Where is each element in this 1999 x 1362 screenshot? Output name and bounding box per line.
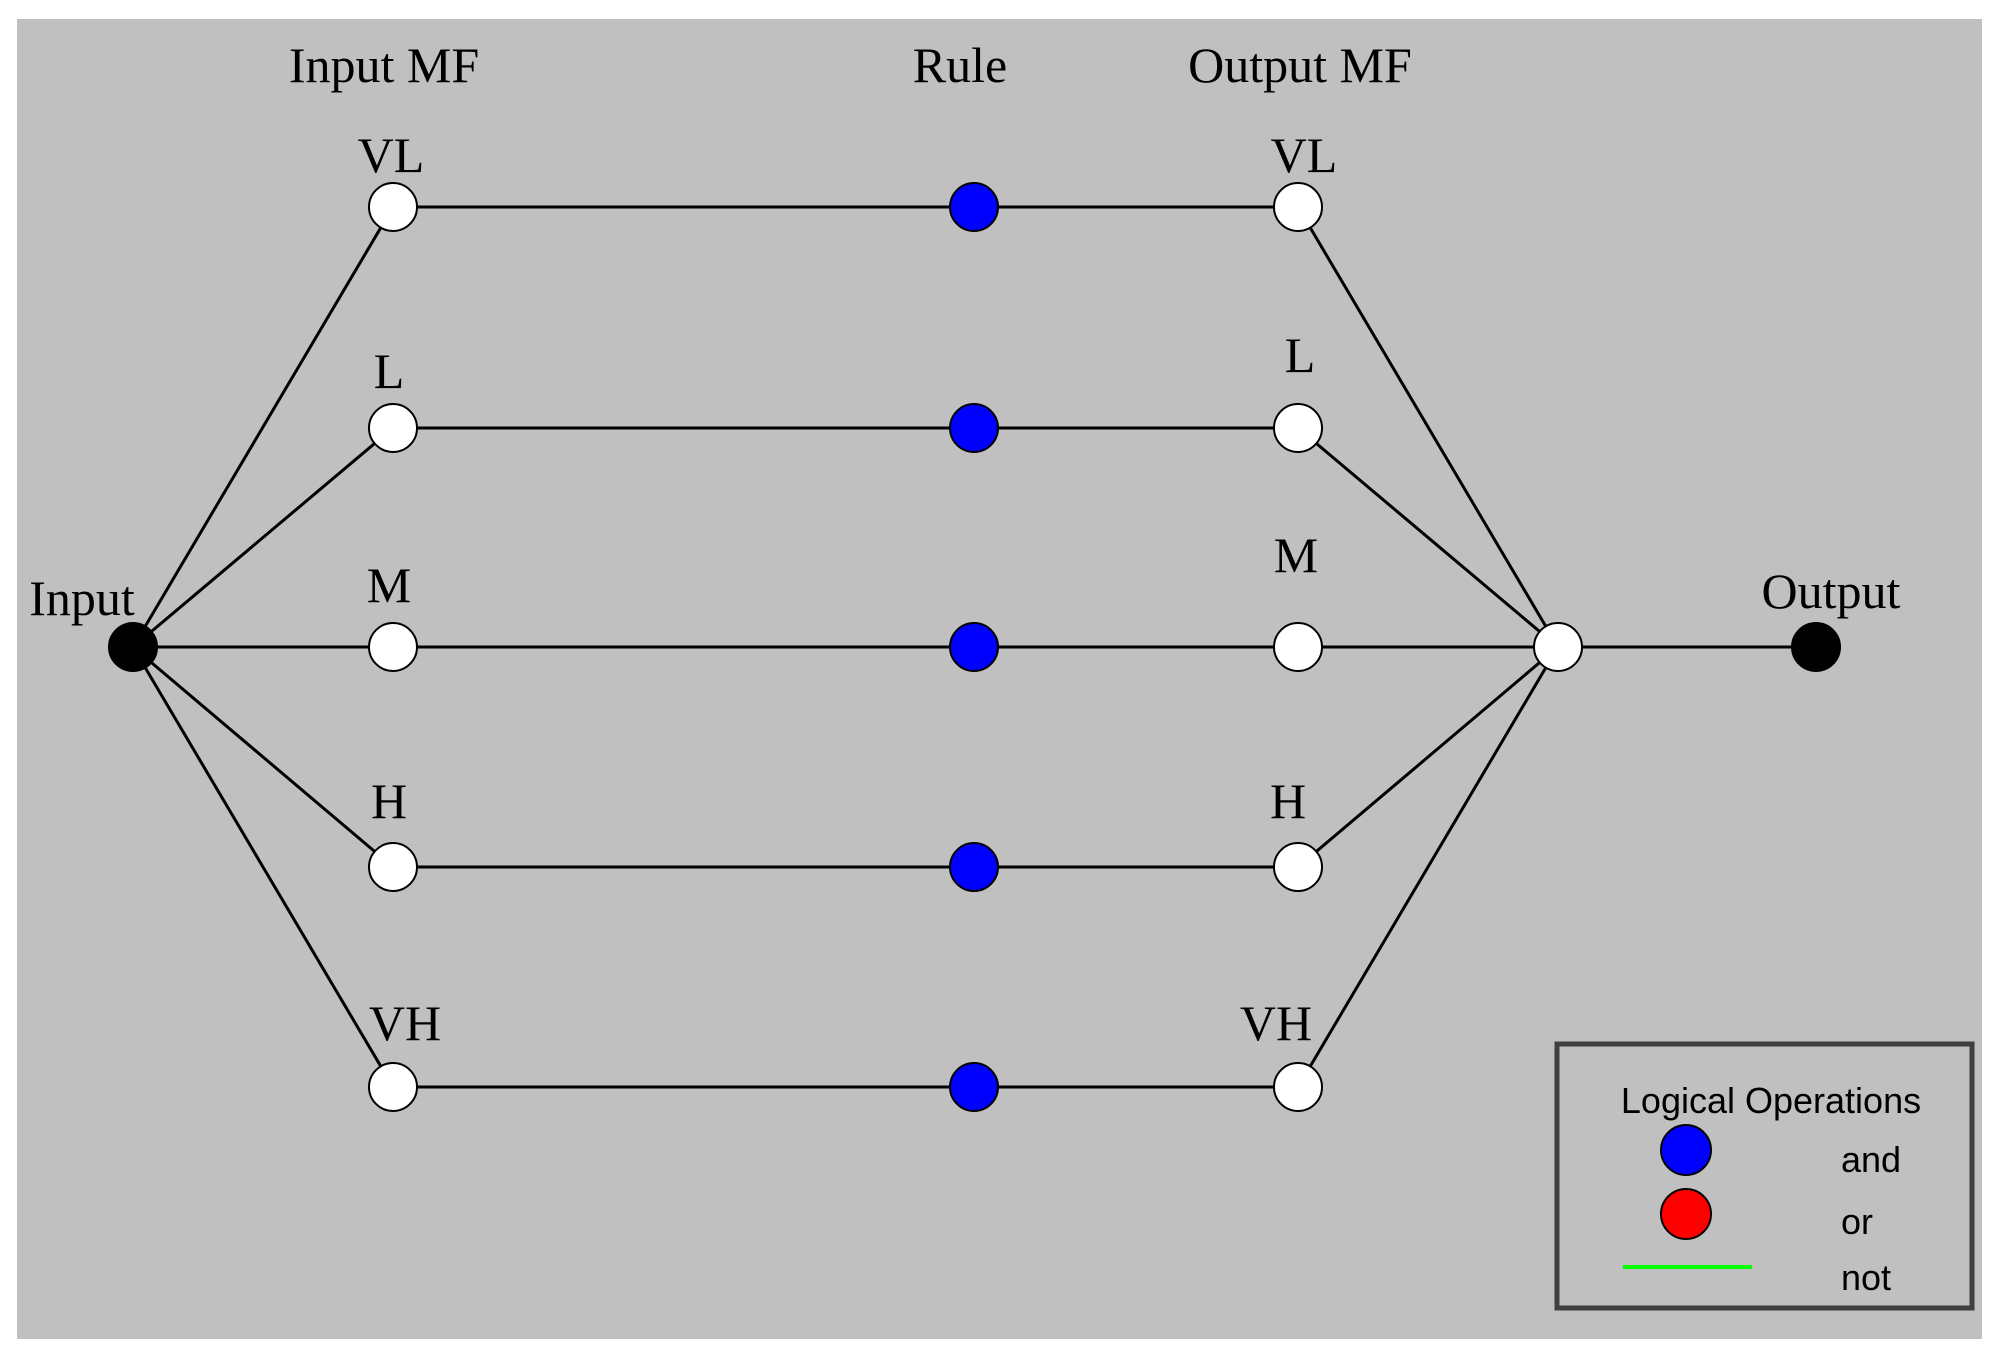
input-mf-label-vl: VL xyxy=(358,127,425,183)
input-mf-node-m xyxy=(368,622,418,672)
edges xyxy=(131,205,1816,1089)
rule-node-3 xyxy=(949,622,999,672)
legend-and-label: and xyxy=(1841,1139,1901,1180)
input-mf-node-h xyxy=(368,842,418,892)
edge-input-to-vh xyxy=(131,646,395,1088)
edge-vh-to-aggregator xyxy=(1296,646,1560,1088)
output-node xyxy=(1791,622,1841,672)
output-mf-label-vl: VL xyxy=(1271,127,1338,183)
edge-h-to-aggregator xyxy=(1297,645,1559,869)
output-mf-label-vh: VH xyxy=(1240,995,1312,1051)
header-rule: Rule xyxy=(913,37,1007,93)
input-mf-node-l xyxy=(368,403,418,453)
edge-vl-to-aggregator xyxy=(1296,206,1560,648)
legend-box xyxy=(1554,1041,1975,1311)
legend-not-label: not xyxy=(1841,1257,1891,1298)
legend: Logical Operations and or not xyxy=(1554,1041,1975,1311)
edge-input-to-h xyxy=(132,645,394,869)
rule-node-5 xyxy=(949,1062,999,1112)
header-input-mf: Input MF xyxy=(289,37,479,93)
output-label: Output xyxy=(1762,563,1901,619)
aggregator-node xyxy=(1533,622,1583,672)
output-mf-label-l: L xyxy=(1285,327,1316,383)
input-node xyxy=(108,622,158,672)
output-mf-labels: VL L M H VH xyxy=(1240,127,1337,1051)
legend-and-circle xyxy=(1660,1124,1712,1176)
output-mf-node-vl xyxy=(1273,182,1323,232)
legend-or-label: or xyxy=(1841,1201,1873,1242)
legend-title: Logical Operations xyxy=(1621,1080,1921,1121)
edge-input-to-l xyxy=(132,426,394,649)
input-mf-node-vh xyxy=(368,1062,418,1112)
input-mf-label-m: M xyxy=(367,557,411,613)
input-mf-labels: VL L M H VH xyxy=(358,127,441,1051)
input-label: Input xyxy=(29,570,135,626)
output-mf-node-l xyxy=(1273,403,1323,453)
rule-node-1 xyxy=(949,182,999,232)
rule-node-2 xyxy=(949,403,999,453)
input-mf-label-h: H xyxy=(371,773,407,829)
output-mf-label-m: M xyxy=(1274,527,1318,583)
edge-input-to-vl xyxy=(131,206,395,648)
output-mf-node-h xyxy=(1273,842,1323,892)
input-mf-node-vl xyxy=(368,182,418,232)
nodes xyxy=(108,182,1841,1112)
output-mf-node-vh xyxy=(1273,1062,1323,1112)
input-mf-label-vh: VH xyxy=(369,995,441,1051)
output-mf-node-m xyxy=(1273,622,1323,672)
input-mf-label-l: L xyxy=(374,343,405,399)
header-output-mf: Output MF xyxy=(1188,37,1412,93)
legend-or-circle xyxy=(1660,1188,1712,1240)
edge-l-to-aggregator xyxy=(1297,426,1559,649)
rule-node-4 xyxy=(949,842,999,892)
output-mf-label-h: H xyxy=(1270,773,1306,829)
